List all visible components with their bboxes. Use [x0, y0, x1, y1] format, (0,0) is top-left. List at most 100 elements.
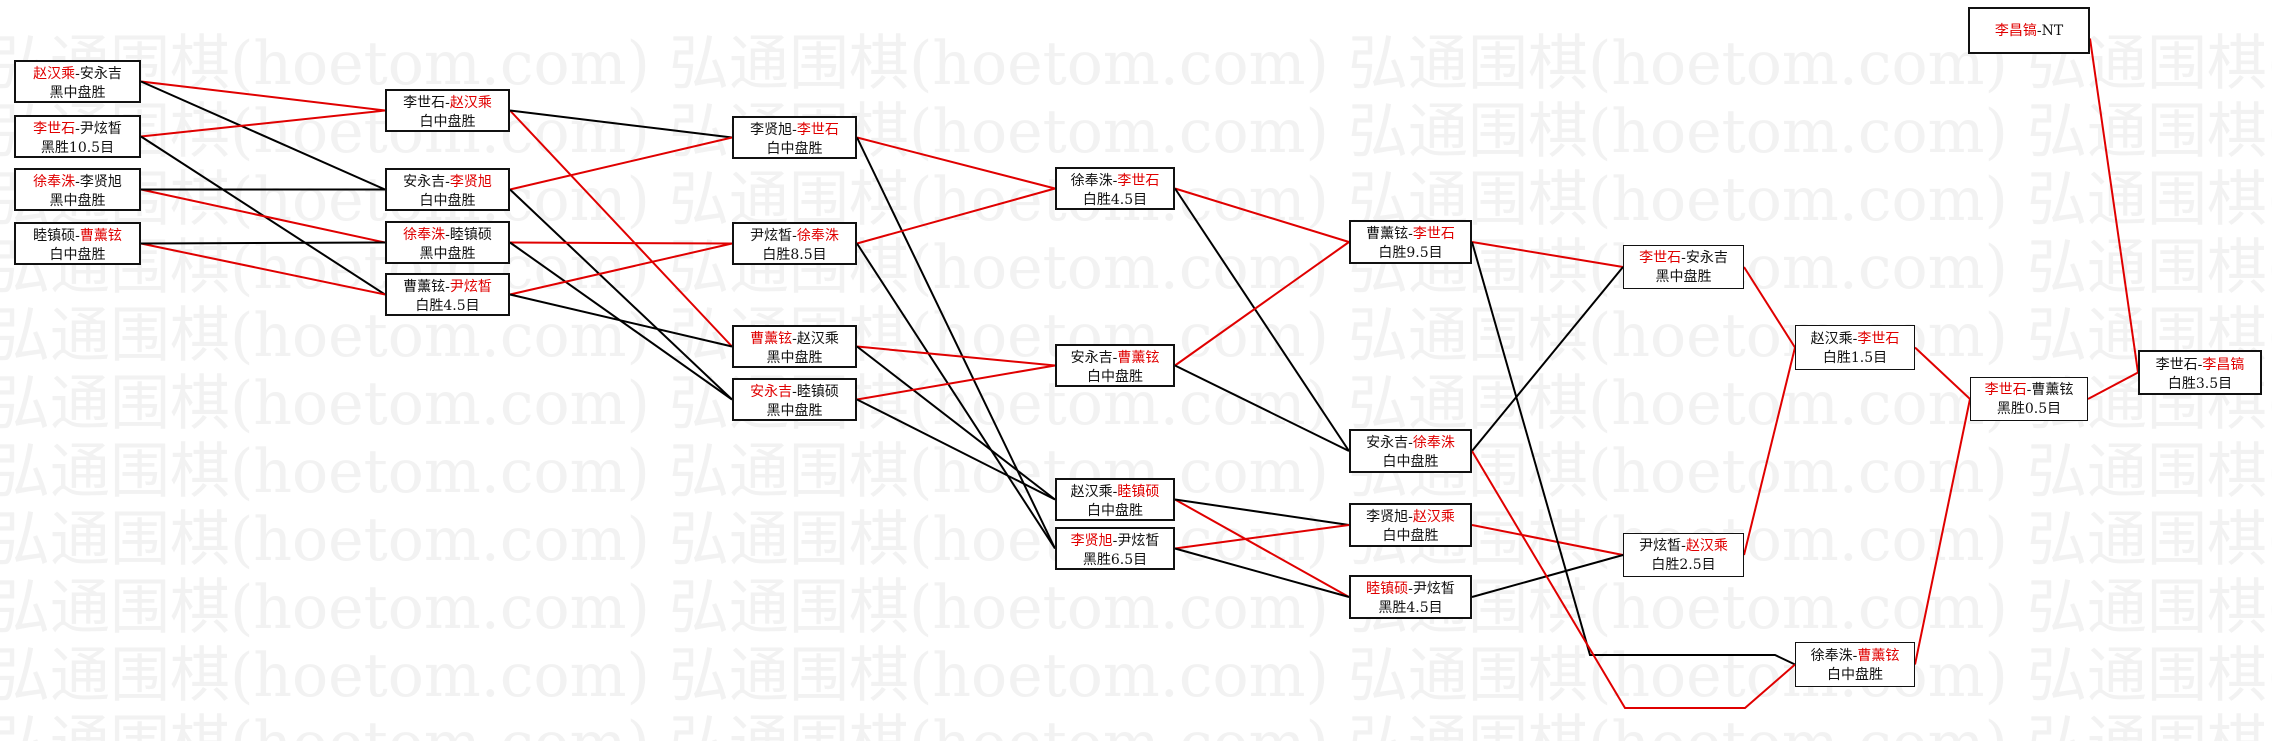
match-players: 徐奉洙-李贤旭 — [16, 173, 139, 192]
player-name: 睦镇硕 — [1366, 581, 1409, 597]
player-name: 李贤旭 — [79, 174, 122, 190]
match-result: 白中盘胜 — [1087, 503, 1143, 519]
player-name: 赵汉乘 — [449, 95, 492, 111]
connector-line — [856, 136, 1056, 190]
player-name: 李贤旭 — [449, 174, 492, 190]
player-name: 睦镇硕 — [1117, 484, 1160, 500]
player-name: 安永吉 — [79, 66, 122, 82]
match-result: 黑中盘胜 — [766, 403, 823, 419]
connector-line — [1174, 187, 1350, 243]
match-players: 曹薰铉-尹炫皙 — [387, 278, 508, 297]
player-separator: - — [445, 227, 450, 243]
connector-line — [140, 188, 386, 244]
match-players: 李昌镐-NT — [1970, 22, 2088, 41]
player-name: 安永吉 — [1070, 350, 1113, 366]
player-name: 睦镇硕 — [449, 227, 492, 243]
match-result: 黑胜4.5目 — [1378, 600, 1443, 616]
match-players: 李世石-赵汉乘 — [387, 94, 508, 113]
player-name: 李世石 — [403, 95, 446, 111]
connector-line — [509, 241, 733, 245]
match-players: 李世石-安永吉 — [1624, 249, 1743, 268]
connector-line — [856, 398, 1056, 501]
match-players: 徐奉洙-睦镇硕 — [387, 226, 508, 245]
connector-line — [509, 109, 733, 139]
player-separator: - — [2036, 23, 2042, 39]
player-separator: - — [792, 122, 797, 138]
match-box: 曹薰铉-赵汉乘黑中盘胜 — [732, 325, 857, 368]
player-name: 徐奉洙 — [33, 174, 76, 190]
player-name: 赵汉乘 — [796, 331, 839, 347]
connector-line — [856, 242, 1056, 550]
player-name: 李世石 — [1984, 382, 2027, 398]
connector-line — [856, 187, 1056, 245]
player-separator: - — [792, 228, 797, 244]
player-separator: - — [1852, 331, 1858, 347]
match-result: 黑中盘胜 — [1655, 269, 1712, 285]
match-players: 睦镇硕-尹炫皙 — [1351, 580, 1470, 599]
match-players: 李贤旭-尹炫皙 — [1057, 532, 1173, 551]
connector-line — [856, 345, 1056, 501]
connector-line — [1471, 524, 1624, 556]
player-separator: - — [792, 331, 797, 347]
match-box: 尹炫皙-赵汉乘白胜2.5目 — [1623, 533, 1744, 577]
match-box: 李贤旭-李世石白中盘胜 — [732, 116, 857, 159]
player-name: 曹薰铉 — [1117, 350, 1160, 366]
connector-line — [1174, 187, 1350, 452]
connector-line — [2087, 371, 2139, 400]
connector-line — [856, 364, 1056, 401]
player-name: 李昌镐 — [2202, 357, 2245, 373]
match-players: 赵汉乘-睦镇硕 — [1057, 483, 1173, 502]
match-result: 黑胜10.5目 — [40, 140, 115, 156]
player-separator: - — [792, 384, 797, 400]
connector-line — [140, 80, 386, 191]
connector-line — [1914, 346, 1971, 400]
connector-line — [140, 241, 386, 245]
match-result: 白中盘胜 — [1087, 369, 1143, 385]
match-result: 白中盘胜 — [1382, 454, 1439, 470]
match-result: 白胜4.5目 — [1082, 192, 1148, 208]
match-box: 徐奉洙-睦镇硕黑中盘胜 — [385, 221, 510, 264]
player-name: 尹炫皙 — [1412, 581, 1455, 597]
player-name: 赵汉乘 — [1070, 484, 1113, 500]
player-name: 徐奉洙 — [796, 228, 839, 244]
player-separator: - — [1408, 435, 1413, 451]
player-separator: - — [75, 121, 80, 137]
match-box: 安永吉-曹薰铉白中盘胜 — [1055, 344, 1175, 387]
match-players: 赵汉乘-安永吉 — [16, 65, 139, 84]
match-players: 曹薰铉-赵汉乘 — [734, 330, 855, 349]
match-result: 白中盘胜 — [49, 247, 106, 263]
player-separator: - — [445, 279, 450, 295]
player-separator: - — [2026, 382, 2032, 398]
player-separator: - — [1112, 533, 1118, 549]
match-players: 李世石-尹炫皙 — [16, 120, 139, 139]
match-result: 白中盘胜 — [1382, 528, 1439, 544]
connector-line — [509, 188, 733, 401]
player-name: 安永吉 — [750, 384, 793, 400]
player-name: 睦镇硕 — [33, 228, 76, 244]
match-result: 白胜9.5目 — [1378, 245, 1443, 261]
connector-line — [509, 242, 733, 296]
player-name: 尹炫皙 — [449, 279, 492, 295]
connector-line — [1174, 364, 1350, 452]
player-name: 曹薰铉 — [2031, 382, 2074, 398]
match-players: 曹薰铉-李世石 — [1351, 225, 1470, 244]
player-name: 李世石 — [1639, 250, 1682, 266]
connector-line — [509, 109, 733, 348]
player-name: 睦镇硕 — [796, 384, 839, 400]
connector-line — [1471, 450, 1796, 709]
match-players: 尹炫皙-徐奉洙 — [734, 227, 855, 246]
match-box: 李世石-安永吉黑中盘胜 — [1623, 245, 1744, 289]
match-result: 黑中盘胜 — [766, 350, 823, 366]
match-box: 李世石-赵汉乘白中盘胜 — [385, 89, 510, 132]
player-name: 安永吉 — [403, 174, 446, 190]
player-name: 李世石 — [1117, 173, 1160, 189]
player-name: 赵汉乘 — [1412, 509, 1455, 525]
player-separator: - — [445, 95, 450, 111]
player-name: 赵汉乘 — [1685, 538, 1728, 554]
match-box: 赵汉乘-睦镇硕白中盘胜 — [1055, 478, 1175, 521]
player-name: 李世石 — [33, 121, 76, 137]
player-separator: - — [75, 228, 80, 244]
match-players: 安永吉-李贤旭 — [387, 173, 508, 192]
match-box: 睦镇硕-尹炫皙黑胜4.5目 — [1349, 575, 1472, 619]
